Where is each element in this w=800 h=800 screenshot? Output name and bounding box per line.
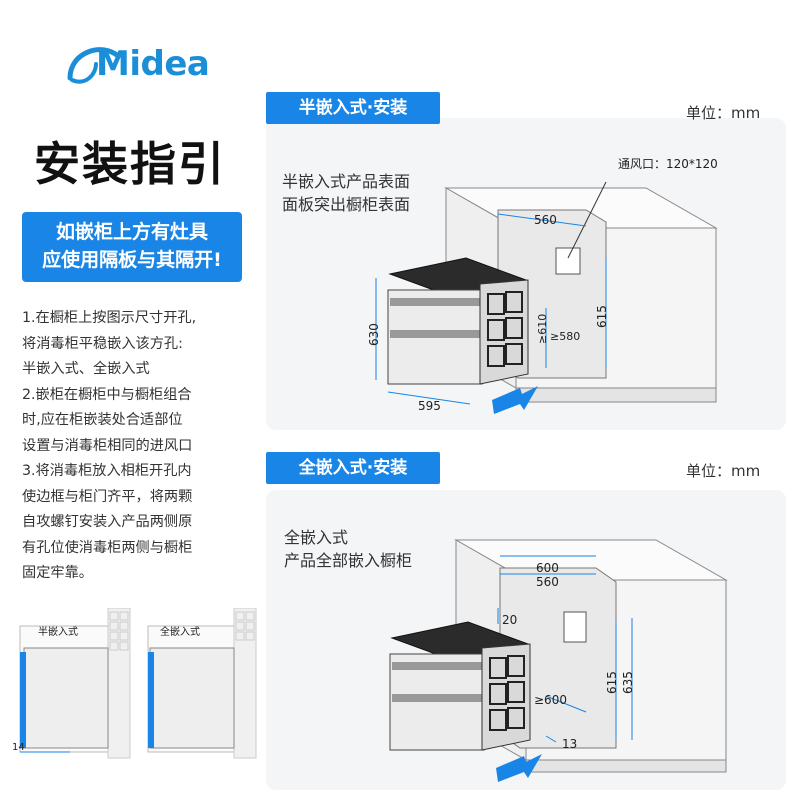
- mini-half-embed-diagram: 14 半嵌入式: [12, 608, 131, 759]
- warning-line-1: 如嵌柜上方有灶具: [55, 221, 208, 243]
- half-embed-diagram: 通风口：120*120 560 615 ≥610 ≥580 630 595: [367, 157, 718, 414]
- half-desc-line-1: 半嵌入式产品表面: [282, 172, 411, 191]
- dim-630: 630: [367, 323, 381, 346]
- dim-595: 595: [418, 399, 441, 413]
- mini-full-label: 全嵌入式: [160, 625, 200, 638]
- page-title: 安装指引: [34, 137, 226, 191]
- mini-offset-label: 14: [12, 742, 25, 753]
- warning-banner: 如嵌柜上方有灶具 应使用隔板与其隔开!: [22, 212, 242, 282]
- logo-wordmark: Midea: [96, 44, 210, 84]
- dim-600-depth: ≥600: [534, 693, 567, 707]
- dim-560-full: 560: [536, 575, 559, 589]
- dim-615: 615: [595, 305, 609, 328]
- full-desc-line-1: 全嵌入式: [284, 528, 349, 547]
- warning-line-2: 应使用隔板与其隔开!: [42, 249, 222, 271]
- appliance-full: [389, 621, 531, 751]
- half-embed-tab: 半嵌入式·安装: [266, 92, 440, 124]
- step-line: 3.将消毒柜放入相柜开孔内: [22, 463, 192, 479]
- step-line: 自攻螺钉安装入产品两侧原: [22, 514, 193, 530]
- install-steps: 1.在橱柜上按图示尺寸开孔, 将消毒柜平稳嵌入该方孔: 半嵌入式、全嵌入式 2.…: [22, 306, 252, 587]
- half-desc-line-2: 面板突出橱柜表面: [282, 195, 411, 214]
- insert-arrow-full: [496, 754, 542, 782]
- step-line: 设置与消毒柜相同的进风口: [22, 437, 193, 454]
- vent-opening-full: [563, 611, 587, 643]
- dim-20: 20: [502, 613, 517, 627]
- step-line: 将消毒柜平稳嵌入该方孔:: [22, 335, 183, 352]
- dim-610: ≥610: [536, 314, 549, 344]
- dim-580: ≥580: [550, 330, 580, 343]
- full-embed-tab: 全嵌入式·安装: [266, 452, 440, 484]
- full-embed-diagram: 600 560 20 615 635 ≥600 13: [389, 539, 728, 782]
- mini-half-label: 半嵌入式: [38, 625, 78, 638]
- insert-arrow: [492, 386, 538, 414]
- step-line: 1.在橱柜上按图示尺寸开孔,: [22, 310, 197, 326]
- dim-615-full: 615: [605, 671, 619, 694]
- mini-diagrams: 14 半嵌入式 全嵌入式: [12, 608, 257, 759]
- appliance-half: [387, 257, 529, 385]
- step-line: 时,应在柜嵌装处合适部位: [22, 412, 183, 428]
- full-unit-label: 单位：mm: [686, 462, 761, 480]
- midea-logo: [67, 47, 121, 84]
- half-unit-label: 单位：mm: [686, 104, 761, 122]
- step-line: 半嵌入式、全嵌入式: [22, 361, 150, 377]
- step-line: 固定牢靠。: [22, 565, 93, 581]
- step-line: 2.嵌柜在橱柜中与橱柜组合: [22, 386, 192, 403]
- vent-opening: [555, 247, 581, 275]
- vent-label: 通风口：120*120: [618, 157, 718, 171]
- dim-13: 13: [562, 737, 577, 751]
- full-description: 全嵌入式 产品全部嵌入橱柜: [284, 526, 412, 572]
- step-line: 有孔位使消毒柜两侧与橱柜: [22, 539, 193, 556]
- dim-635: 635: [621, 671, 635, 694]
- dim-560: 560: [534, 213, 557, 227]
- step-line: 使边框与柜门齐平，将两颗: [22, 488, 193, 505]
- half-description: 半嵌入式产品表面 面板突出橱柜表面: [282, 170, 410, 216]
- mini-full-embed-diagram: 全嵌入式: [147, 608, 257, 759]
- dim-600: 600: [536, 561, 559, 575]
- full-desc-line-2: 产品全部嵌入橱柜: [284, 551, 413, 570]
